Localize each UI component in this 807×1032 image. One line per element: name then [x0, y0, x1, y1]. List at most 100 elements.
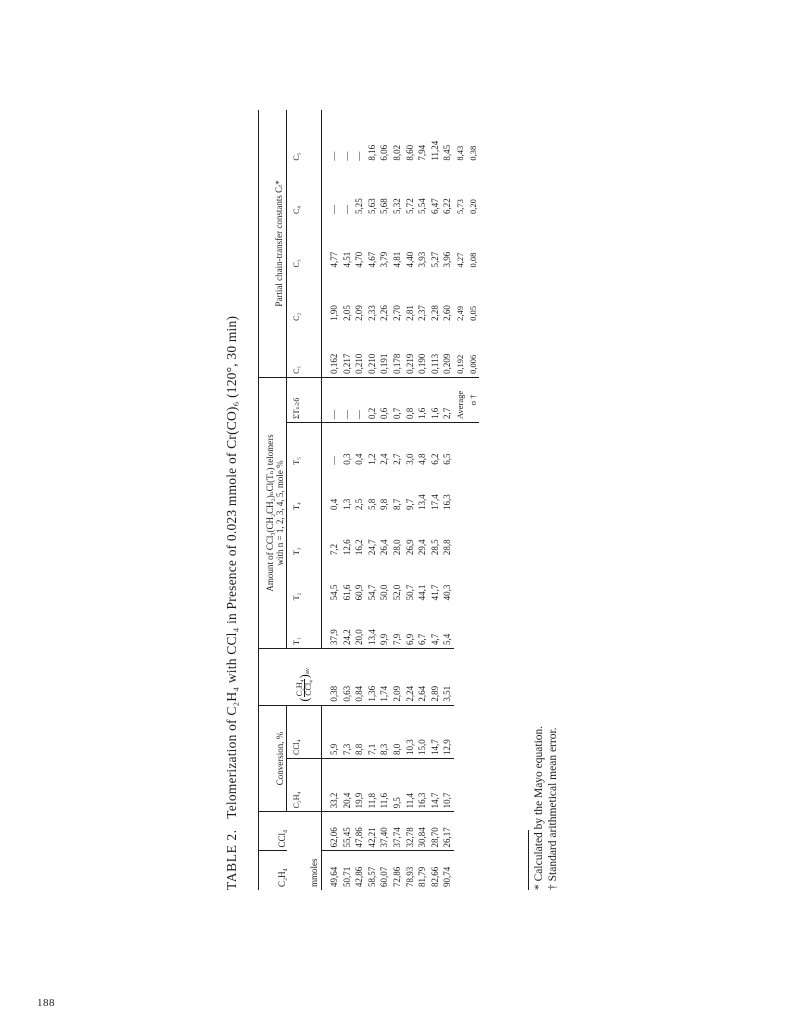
- cell-t3: 7,2: [329, 543, 339, 556]
- cell-t5: 4,8: [417, 453, 428, 465]
- cell-sum: —: [321, 377, 341, 423]
- table-row: 42,86 47,86 19,9 8,8 0,84 20,0 60,9 16,2…: [353, 110, 366, 890]
- header-partial-constants: Partial chain-transfer constants Cₜ*: [258, 110, 287, 378]
- footnote-divider: [528, 830, 529, 890]
- header-c1: C₁: [286, 323, 305, 378]
- cell-t1: 9,9: [378, 603, 391, 649]
- cell-ratio: 2,64: [416, 648, 429, 706]
- cell-c2h4: 72,86: [391, 866, 402, 887]
- footnotes: * Calculated by the Mayo equation. † Sta…: [532, 726, 560, 890]
- cell-c4: —: [341, 205, 352, 215]
- cell-t3: 16,2: [354, 539, 365, 556]
- cell-conv-c2h4: 33,2: [321, 758, 341, 812]
- table-title: TABLE 2. Telomerization of C₂H₄ with CCl…: [224, 316, 240, 890]
- cell-c1: 0,162: [321, 323, 341, 378]
- sigma-label: σ †: [466, 377, 480, 423]
- cell-sum: 0,8: [403, 377, 417, 423]
- cell-conv-ccl4: 8,0: [390, 705, 404, 759]
- cell-t1: 24,2: [340, 603, 354, 649]
- sigma-c4: 0,20: [467, 199, 478, 215]
- cell-c3: 4,70: [354, 251, 365, 268]
- data-table: C₂H₄ CCl₄ Conversion, % Amount of CCl₃(C…: [258, 110, 480, 890]
- sigma-row: σ † 0,006 0,05 0,08 0,20 0,38: [466, 110, 480, 890]
- average-c1: 0,192: [453, 323, 467, 378]
- cell-ccl4: 32,78: [403, 811, 417, 851]
- cell-t4: 1,3: [341, 498, 352, 510]
- cell-conv-c2h4: 10,7: [441, 758, 454, 812]
- cell-c5: 7,94: [417, 144, 428, 161]
- cell-c2h4: 49,64: [329, 866, 339, 887]
- header-c4: C₄: [291, 205, 301, 215]
- cell-t1: 5,4: [441, 603, 454, 649]
- cell-c3: 5,27: [429, 251, 440, 268]
- table-row: 49,64 62,06 33,2 5,9 0,38 37,9 54,5 7,2 …: [321, 110, 341, 890]
- page-number: 188: [37, 997, 55, 1009]
- cell-c5: 8,60: [404, 144, 415, 161]
- cell-t3: 26,4: [379, 539, 390, 556]
- cell-t1: 4,7: [428, 603, 442, 649]
- header-t4: T₄: [291, 502, 301, 510]
- cell-c2h4: 60,07: [379, 866, 390, 887]
- cell-c1: 0,217: [340, 323, 354, 378]
- header-t3: T₃: [291, 547, 301, 556]
- cell-c2: 2,28: [429, 305, 440, 321]
- table-row: 81,79 30,84 16,3 15,0 2,64 6,7 44,1 29,4…: [416, 110, 429, 890]
- average-c5: 8,43: [454, 145, 465, 161]
- sigma-c5: 0,38: [467, 145, 478, 161]
- cell-t2: 52,0: [391, 584, 402, 601]
- cell-t2: 50,7: [404, 584, 415, 601]
- table-row: 60,07 37,40 11,6 8,3 1,74 9,9 50,0 26,4 …: [378, 110, 391, 890]
- cell-t5: 6,2: [429, 453, 440, 465]
- cell-c2h4: 42,86: [354, 866, 365, 887]
- cell-t2: 54,7: [366, 584, 377, 601]
- cell-t4: 16,3: [442, 494, 453, 510]
- cell-c5: —: [354, 151, 365, 161]
- cell-sum: 1,6: [416, 377, 429, 423]
- cell-c3: 4,81: [391, 251, 402, 268]
- cell-ccl4: 37,74: [390, 811, 404, 851]
- header-t2: T₂: [291, 592, 301, 601]
- footnote-sigma: † Standard arithmetical mean error.: [547, 727, 559, 890]
- cell-t2: 50,0: [379, 584, 390, 601]
- cell-t3: 29,4: [417, 539, 428, 556]
- header-c3: C₃: [291, 259, 301, 268]
- header-ccl4: CCl₄: [258, 811, 287, 851]
- cell-c2h4: 58,57: [366, 866, 377, 887]
- header-t1: T₁: [286, 603, 305, 649]
- cell-conv-c2h4: 14,7: [428, 758, 442, 812]
- header-mmoles: mmoles: [305, 811, 322, 890]
- cell-c1: 0,190: [416, 323, 429, 378]
- table-row: 82,66 28,70 14,7 14,7 2,89 4,7 41,7 28,5…: [428, 110, 442, 890]
- cell-t2: 60,9: [354, 584, 365, 601]
- cell-t5: 0,3: [341, 453, 352, 465]
- cell-ccl4: 55,45: [340, 811, 354, 851]
- header-telomers: Amount of CCl₃(CH₂CH₂)ₙCl(Tₙ) telomers w…: [258, 377, 287, 649]
- cell-ratio: 2,24: [403, 648, 417, 706]
- cell-t3: 24,7: [366, 539, 377, 556]
- cell-c2: 2,70: [391, 305, 402, 321]
- cell-t3: 28,0: [391, 539, 402, 556]
- cell-t3: 28,8: [442, 539, 453, 556]
- header-conversion: Conversion, %: [258, 705, 287, 812]
- cell-c2h4: 81,79: [417, 866, 428, 887]
- cell-ccl4: 26,17: [441, 811, 454, 851]
- cell-c5: 8,02: [391, 144, 402, 161]
- cell-t5: 6,5: [442, 453, 453, 465]
- header-t5: T₅: [291, 457, 301, 465]
- header-telomers-line1: Amount of CCl₃(CH₂CH₂)ₙCl(Tₙ) telomers: [265, 434, 275, 592]
- cell-t5: 2,4: [379, 453, 390, 465]
- cell-sum: —: [340, 377, 354, 423]
- cell-c2: 2,33: [366, 305, 377, 321]
- average-c3: 4,27: [454, 252, 465, 268]
- cell-t1: 20,0: [353, 603, 366, 649]
- cell-c4: 6,22: [442, 198, 453, 215]
- cell-conv-c2h4: 16,3: [416, 758, 429, 812]
- cell-ratio: 0,84: [353, 648, 366, 706]
- cell-t2: 54,5: [329, 584, 339, 601]
- cell-ratio: 2,09: [390, 648, 404, 706]
- cell-c4: 5,63: [366, 198, 377, 215]
- cell-c5: —: [329, 151, 339, 161]
- cell-conv-c2h4: 11,6: [378, 758, 391, 812]
- table-row: 90,74 26,17 10,7 12,9 3,51 5,4 40,3 28,8…: [441, 110, 454, 890]
- footnote-mayo: * Calculated by the Mayo equation.: [533, 725, 545, 890]
